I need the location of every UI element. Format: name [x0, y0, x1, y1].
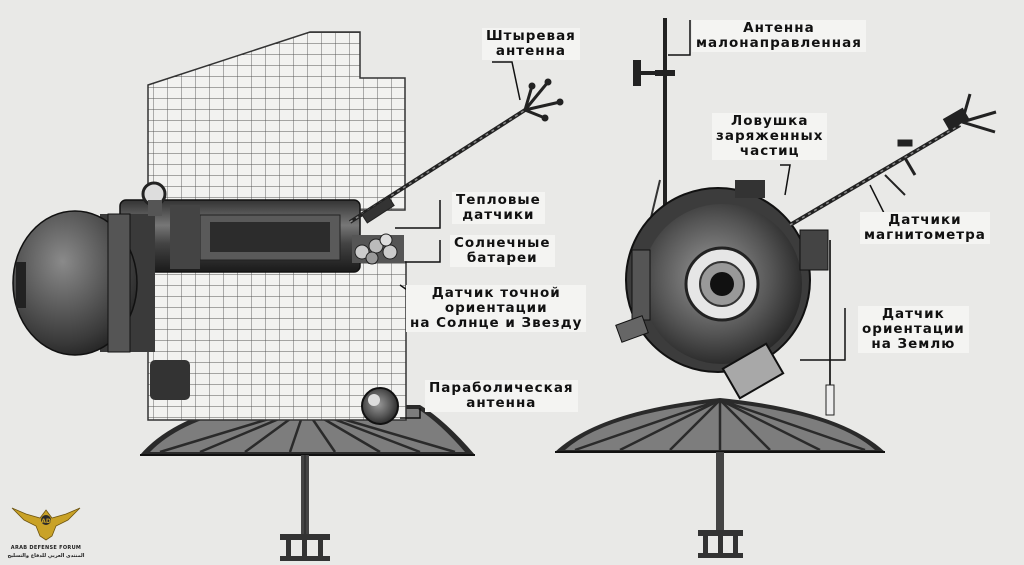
- low-directional-antenna: [633, 18, 675, 231]
- solar-battery-cells: [352, 233, 404, 265]
- watermark-line1: ARAB DEFENSE FORUM: [10, 545, 82, 551]
- watermark-line2: المنتدى العربي للدفاع والتسليح: [7, 553, 85, 559]
- arab-defense-forum-watermark: AD ARAB DEFENSE FORUM المنتدى العربي للد…: [6, 504, 86, 562]
- upper-solar-panel: [147, 31, 406, 211]
- right-parabolic-dish: [555, 398, 885, 558]
- right-spacecraft: [555, 18, 997, 558]
- left-whip-antenna: [348, 78, 564, 224]
- earth-sensor-block: [721, 342, 785, 400]
- magnetometer-boom: [788, 93, 997, 227]
- left-spacecraft: [12, 31, 564, 561]
- eagle-emblem-icon: AD: [11, 507, 81, 541]
- svg-text:AD: AD: [41, 518, 51, 525]
- left-parabolic-dish: [140, 405, 475, 561]
